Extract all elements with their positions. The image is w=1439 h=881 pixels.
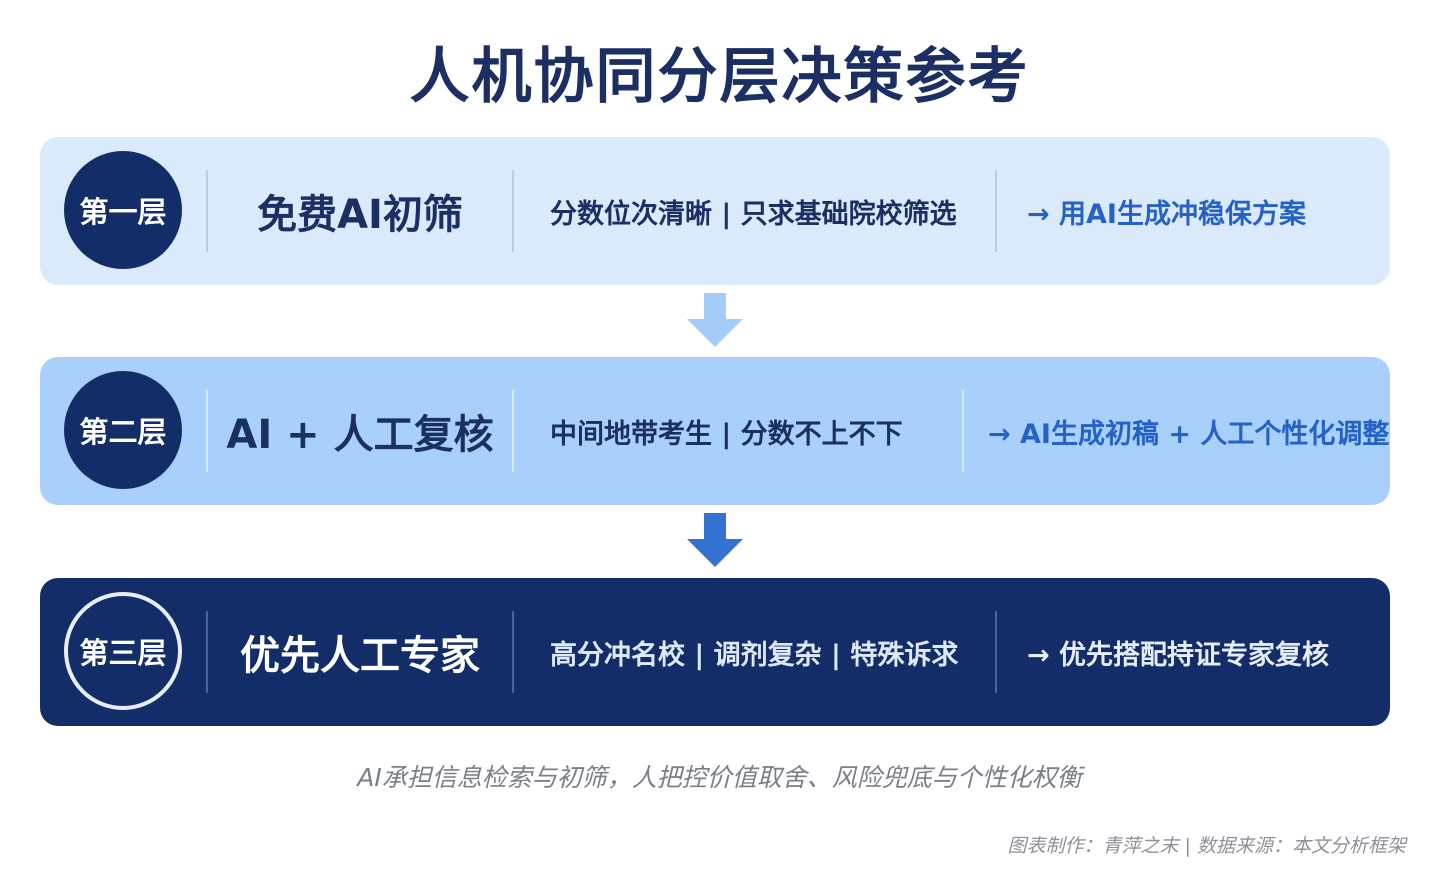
tier-2-name: AI + 人工复核 <box>226 412 494 458</box>
divider <box>206 170 208 252</box>
diagram-title: 人机协同分层决策参考 <box>409 42 1030 112</box>
tier-2-badge: 第二层 <box>64 371 182 489</box>
divider <box>512 611 514 693</box>
divider <box>995 611 997 693</box>
tier-1-action: → 用AI生成冲稳保方案 <box>1027 198 1306 230</box>
divider <box>995 170 997 252</box>
source-note: 图表制作：青萍之末 | 数据来源：本文分析框架 <box>1007 835 1406 857</box>
divider <box>206 611 208 693</box>
tier-3-condition: 高分冲名校 | 调剂复杂 | 特殊诉求 <box>550 639 959 671</box>
divider <box>962 390 964 472</box>
tier-3-row: 第三层 优先人工专家 高分冲名校 | 调剂复杂 | 特殊诉求 → 优先搭配持证专… <box>40 578 1390 726</box>
divider <box>206 390 208 472</box>
tier-1-row: 第一层 免费AI初筛 分数位次清晰 | 只求基础院校筛选 → 用AI生成冲稳保方… <box>40 137 1390 285</box>
tier-1-name: 免费AI初筛 <box>257 192 463 238</box>
tier-1-badge: 第一层 <box>64 151 182 269</box>
down-arrow-icon <box>687 513 743 567</box>
divider <box>512 170 514 252</box>
caption: AI承担信息检索与初筛，人把控价值取舍、风险兜底与个性化权衡 <box>357 763 1082 792</box>
tier-3-action: → 优先搭配持证专家复核 <box>1027 639 1330 671</box>
tier-1-condition: 分数位次清晰 | 只求基础院校筛选 <box>550 198 957 230</box>
divider <box>512 390 514 472</box>
tier-3-name: 优先人工专家 <box>240 633 480 679</box>
tier-3-badge: 第三层 <box>64 592 182 710</box>
tier-2-action: → AI生成初稿 + 人工个性化调整 <box>988 418 1390 450</box>
tier-2-condition: 中间地带考生 | 分数不上不下 <box>550 418 903 450</box>
down-arrow-icon <box>687 293 743 347</box>
tier-2-row: 第二层 AI + 人工复核 中间地带考生 | 分数不上不下 → AI生成初稿 +… <box>40 357 1390 505</box>
